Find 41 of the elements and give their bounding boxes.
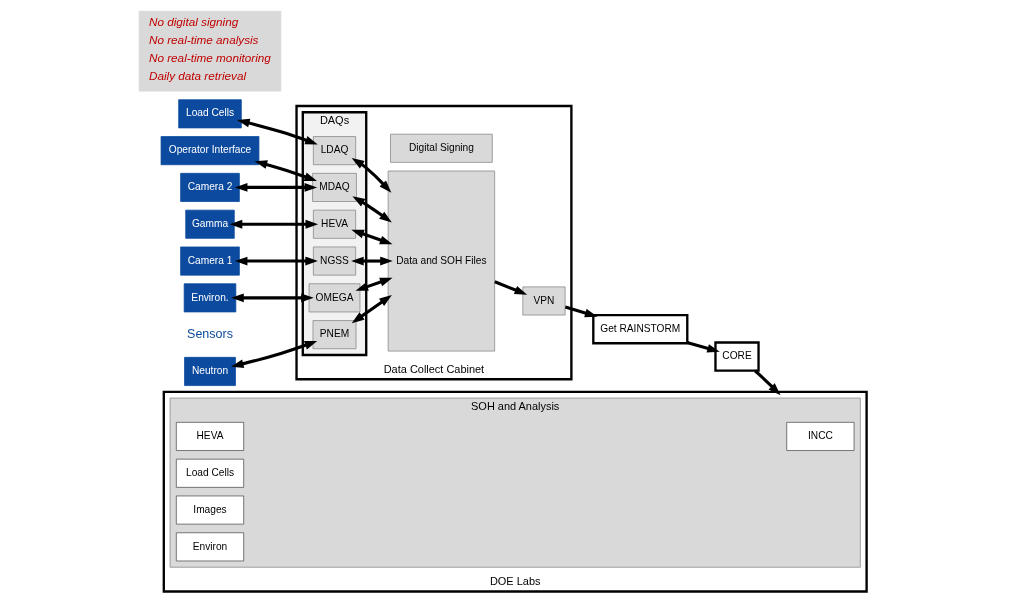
arrow (230, 293, 314, 303)
node-box: VPN (521, 286, 565, 316)
node-box: Load Cells (175, 458, 244, 488)
node-box: HEVA (175, 421, 244, 451)
node-box: OMEGA (308, 283, 360, 313)
node-box: Neutron (183, 356, 236, 386)
arrow (234, 183, 317, 192)
arrow (230, 340, 317, 369)
node-box: Environ. (183, 283, 236, 313)
node-box: Get RAINSTORM (591, 313, 688, 345)
node-box: INCC (785, 421, 854, 451)
node-box: CORE (713, 341, 760, 372)
node-box: Camera 2 (179, 172, 240, 202)
node-box: MDAQ (311, 172, 357, 202)
label: Sensors (186, 326, 233, 341)
node-box: PNEM (312, 320, 356, 350)
arrow (351, 157, 391, 193)
arrow (254, 160, 317, 181)
node-box: LDAQ (312, 136, 356, 166)
node-box: Gamma (184, 209, 235, 239)
node-box: HEVA (312, 209, 356, 239)
node-box: Environ (175, 532, 244, 562)
arrow (350, 256, 393, 266)
arrow (351, 196, 392, 223)
arrow (686, 341, 720, 353)
node-box: Camera 1 (179, 246, 240, 276)
node-box: Data and SOH Files (387, 170, 495, 352)
arrow (493, 280, 527, 295)
arrow (229, 219, 318, 229)
arrow (234, 256, 318, 266)
arrow (564, 305, 597, 318)
node-box: Images (175, 495, 244, 525)
arrow (236, 118, 318, 145)
node-box: NGSS (312, 246, 356, 276)
node-box: No digital signing No real-time analysis No real-time monitoring Daily data retrieval (138, 10, 281, 92)
node-box: Operator Interface (160, 136, 259, 166)
arrow (351, 295, 392, 324)
arrow (753, 369, 781, 396)
arrow (350, 229, 392, 245)
node-box: Load Cells (177, 99, 242, 129)
node-box: Digital Signing (389, 133, 493, 163)
